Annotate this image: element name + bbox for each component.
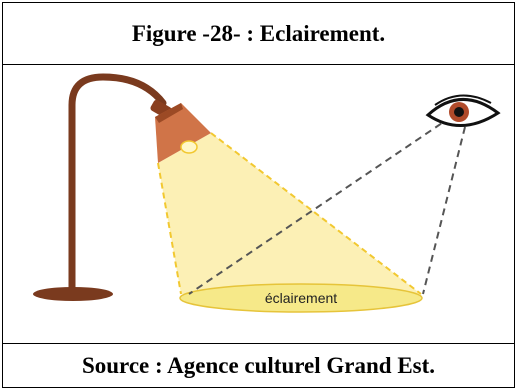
sight-line-right (422, 126, 466, 295)
illuminated-area (179, 283, 423, 313)
eye-icon (425, 94, 501, 127)
figure-title: Figure -28- : Eclairement. (3, 3, 514, 65)
figure-source: Source : Agence culturel Grand Est. (81, 352, 436, 378)
figure-frame: Figure -28- : Eclairement. (2, 2, 515, 388)
illuminance-diagram: éclairement (33, 73, 501, 313)
figure-illustration: éclairement (3, 65, 514, 344)
light-beam-edge-right (210, 132, 422, 295)
sight-line-left (188, 116, 452, 295)
desk-lamp-icon (33, 73, 211, 301)
light-beam-edge-left (157, 162, 182, 295)
light-beam (158, 133, 421, 294)
illuminance-label: éclairement (265, 290, 337, 306)
